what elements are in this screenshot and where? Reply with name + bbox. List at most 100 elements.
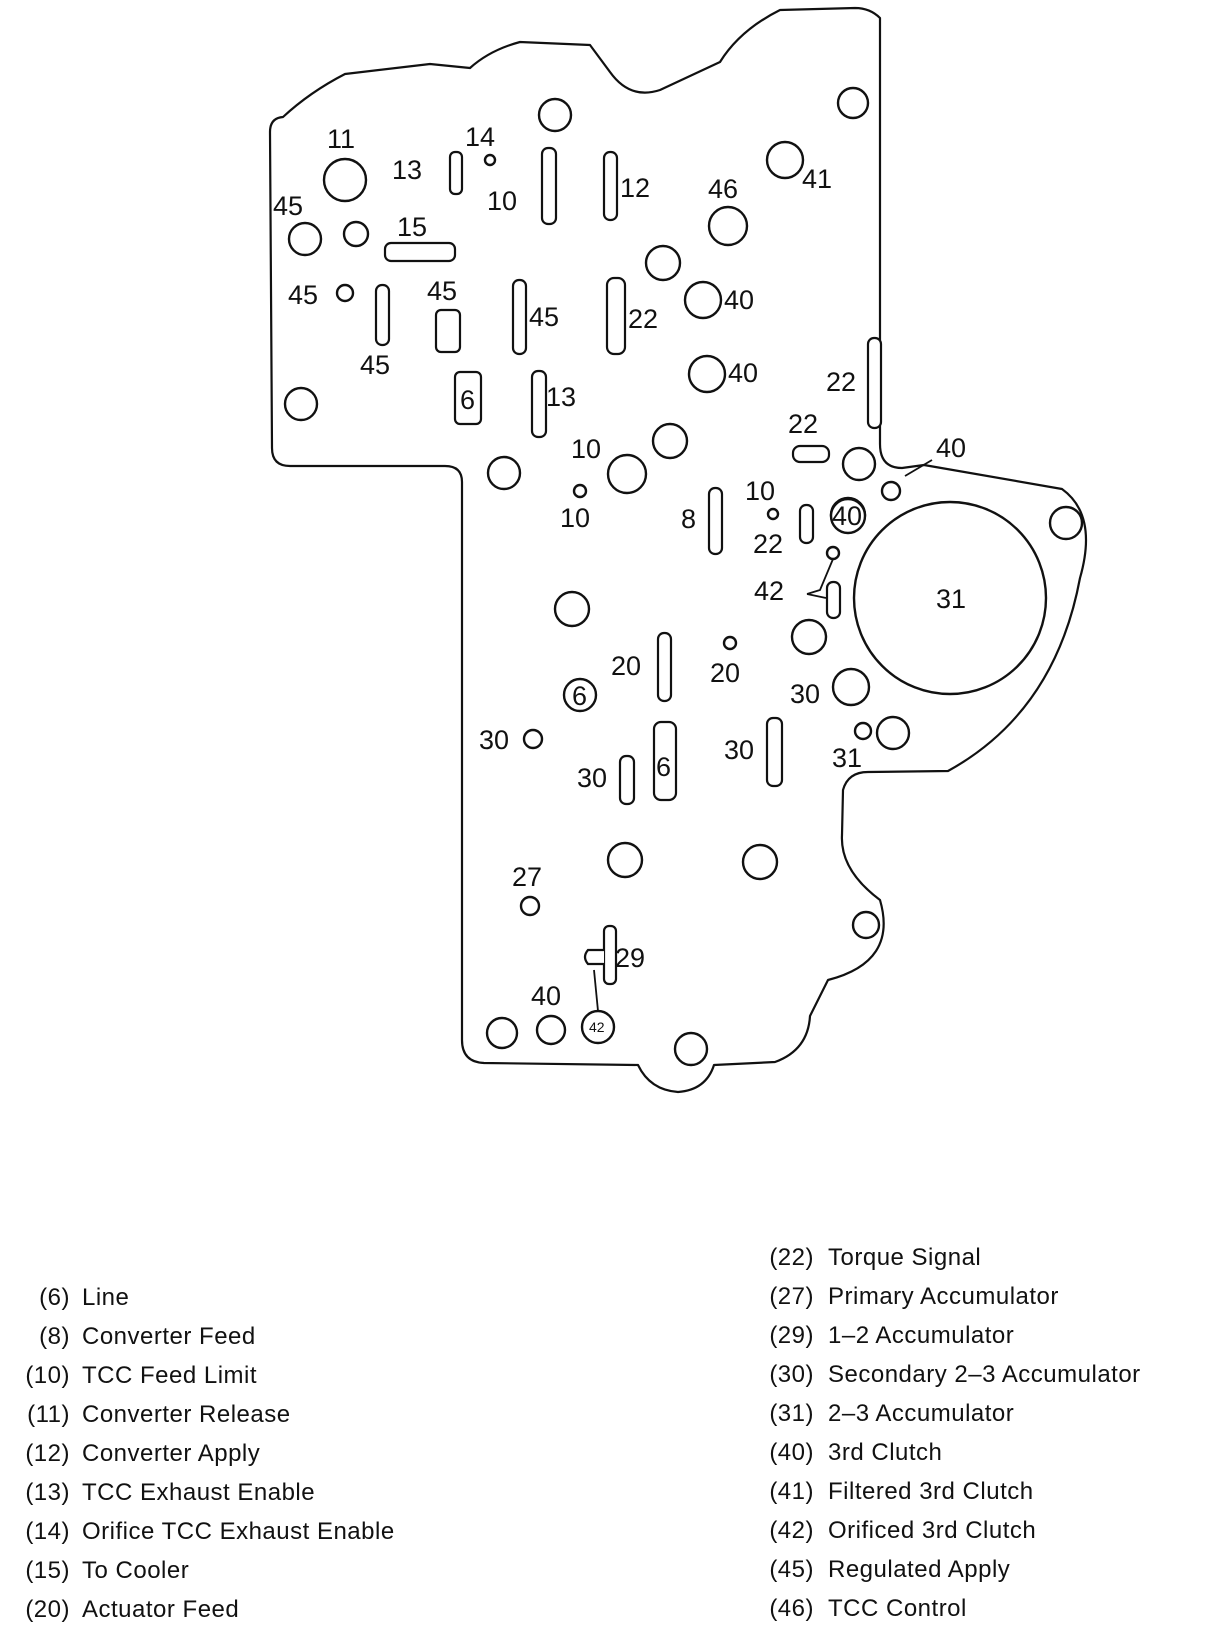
legend-right: (22)Torque Signal(27)Primary Accumulator… xyxy=(762,1244,1222,1636)
port-label: 42 xyxy=(589,1019,605,1035)
legend-code: (30) xyxy=(769,1361,814,1388)
port-label: 46 xyxy=(708,174,738,204)
port-label: 30 xyxy=(724,735,754,765)
hole xyxy=(841,446,877,482)
hole xyxy=(790,618,828,656)
circled-marker-6 xyxy=(562,677,598,713)
hole xyxy=(606,453,648,495)
legend-description: Line xyxy=(82,1284,130,1311)
port-label: 40 xyxy=(728,358,758,388)
slot xyxy=(791,444,831,464)
port-label: 45 xyxy=(273,191,303,221)
legend-code: (13) xyxy=(25,1479,70,1506)
hole xyxy=(765,140,805,180)
port-label: 40 xyxy=(531,981,561,1011)
port-label: 45 xyxy=(427,276,457,306)
port-label: 6 xyxy=(460,385,475,415)
legend-description: To Cooler xyxy=(82,1557,190,1584)
legend-description: Secondary 2–3 Accumulator xyxy=(828,1361,1141,1388)
slot xyxy=(866,336,883,430)
slot xyxy=(530,369,548,439)
legend-item: (46)TCC Control xyxy=(762,1595,966,1623)
port-label: 11 xyxy=(327,124,355,154)
slot xyxy=(511,278,528,356)
legend-item: (30) Secondary 2–3 Accumulator xyxy=(762,1361,1140,1389)
hole xyxy=(683,280,723,320)
legend-description: Torque Signal xyxy=(828,1244,982,1271)
legend-left: (6) Line (8) Converter Feed (10)TCC Feed Lim… xyxy=(8,1284,528,1636)
legend-description: Primary Accumulator xyxy=(828,1283,1059,1310)
port-label: 6 xyxy=(656,752,671,782)
legend-description: Converter Feed xyxy=(82,1323,256,1350)
port-label: 22 xyxy=(826,367,856,397)
slot-29-tab xyxy=(583,948,604,966)
legend-description: 3rd Clutch xyxy=(828,1439,943,1466)
hole xyxy=(831,667,871,707)
port-label: 30 xyxy=(479,725,509,755)
leader-line-42b xyxy=(593,969,599,1012)
slot xyxy=(540,146,558,226)
legend-code: (31) xyxy=(769,1400,814,1427)
hole xyxy=(1048,505,1084,541)
port-label: 31 xyxy=(832,743,862,773)
port-labels: 11 13 14 10 12 46 41 45 15 45 45 45 45 2… xyxy=(273,122,966,1035)
hole xyxy=(283,386,319,422)
slot xyxy=(453,370,483,426)
port-label: 22 xyxy=(628,304,658,334)
hole-large-31 xyxy=(852,500,1048,696)
legend-item: (15)To Cooler xyxy=(8,1557,188,1585)
hole xyxy=(836,86,870,120)
hole xyxy=(853,721,873,741)
legend-code: (29) xyxy=(769,1322,814,1349)
legend-item: (27)Primary Accumulator xyxy=(762,1283,1058,1311)
port-label: 6 xyxy=(572,681,587,711)
hole xyxy=(741,843,779,881)
legend-item: (42)Orificed 3rd Clutch xyxy=(762,1517,1035,1545)
hole xyxy=(553,590,591,628)
legend-item: (11)Converter Release xyxy=(8,1401,290,1429)
slot xyxy=(605,276,627,356)
hole xyxy=(572,483,588,499)
legend-item: (10)TCC Feed Limit xyxy=(8,1362,256,1390)
slot xyxy=(652,720,678,802)
port-label: 10 xyxy=(560,503,590,533)
hole xyxy=(644,244,682,282)
port-label: 22 xyxy=(788,409,818,439)
legend-description: Converter Apply xyxy=(82,1440,261,1467)
port-label: 14 xyxy=(465,122,495,152)
slot xyxy=(656,631,673,703)
legend-code: (40) xyxy=(769,1439,814,1466)
legend-code: (6) xyxy=(39,1284,70,1311)
hole xyxy=(606,841,644,879)
slot xyxy=(374,283,391,347)
legend-code: (10) xyxy=(25,1362,70,1389)
hole xyxy=(651,422,689,460)
hole xyxy=(875,715,911,751)
legend-item: (45)Regulated Apply xyxy=(762,1556,1009,1584)
legend-code: (14) xyxy=(25,1518,70,1545)
slots xyxy=(374,146,883,986)
port-label: 29 xyxy=(615,943,645,973)
hole xyxy=(322,157,368,203)
port-label: 40 xyxy=(832,501,862,531)
legend-description: 1–2 Accumulator xyxy=(828,1322,1015,1349)
leader-line-40 xyxy=(904,459,933,477)
circled-marker-40 xyxy=(829,497,867,535)
port-label: 42 xyxy=(754,576,784,606)
slot xyxy=(618,754,636,806)
hole xyxy=(287,221,323,257)
port-label: 10 xyxy=(571,434,601,464)
hole xyxy=(535,1014,567,1046)
legend-code: (8) xyxy=(39,1323,70,1350)
legend-description: 2–3 Accumulator xyxy=(828,1400,1015,1427)
hole xyxy=(483,153,497,167)
hole xyxy=(825,545,841,561)
legend-code: (45) xyxy=(769,1556,814,1583)
legend-item: (31) 2–3 Accumulator xyxy=(762,1400,1013,1428)
hole xyxy=(851,910,881,940)
port-label: 41 xyxy=(802,164,832,194)
hole xyxy=(486,455,522,491)
hole xyxy=(722,635,738,651)
port-label: 45 xyxy=(360,350,390,380)
